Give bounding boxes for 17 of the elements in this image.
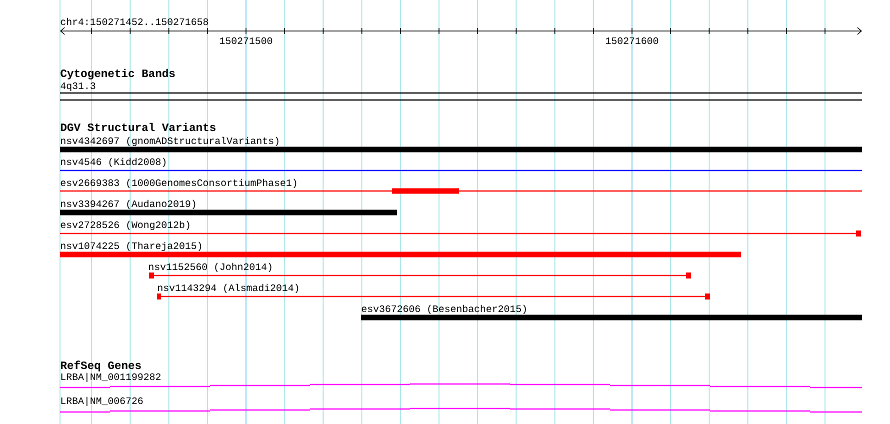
feature-label: LRBA|NM_001199282: [61, 372, 160, 382]
feature-label: LRBA|NM_006726: [61, 396, 143, 406]
feature-label: 4q31.3: [60, 82, 96, 92]
feature-label: nsv1152560 (John2014): [149, 262, 272, 272]
track-title: DGV Structural Variants: [60, 122, 216, 132]
feature-label: esv3672606 (Besenbacher2015): [362, 304, 526, 314]
feature-label: nsv4546 (Kidd2008): [61, 158, 166, 168]
feature-label: esv2728526 (Wong2012b): [60, 220, 190, 230]
tick-label: 150271600: [606, 37, 658, 44]
feature-label: esv2669383 (1000GenomesConsortiumPhase1): [60, 178, 296, 188]
feature-label: nsv1143294 (Alsmadi2014): [158, 284, 298, 294]
track-title: RefSeq Genes: [60, 360, 141, 372]
coordinate-label: chr4:150271452..150271658: [60, 18, 208, 26]
tick-label: 150271500: [220, 37, 272, 44]
feature-label: nsv1074225 (Thareja2015): [61, 242, 202, 252]
feature-label: nsv3394267 (Audano2019): [61, 200, 196, 210]
feature-label: nsv4342697 (gnomADStructuralVariants): [61, 136, 278, 146]
